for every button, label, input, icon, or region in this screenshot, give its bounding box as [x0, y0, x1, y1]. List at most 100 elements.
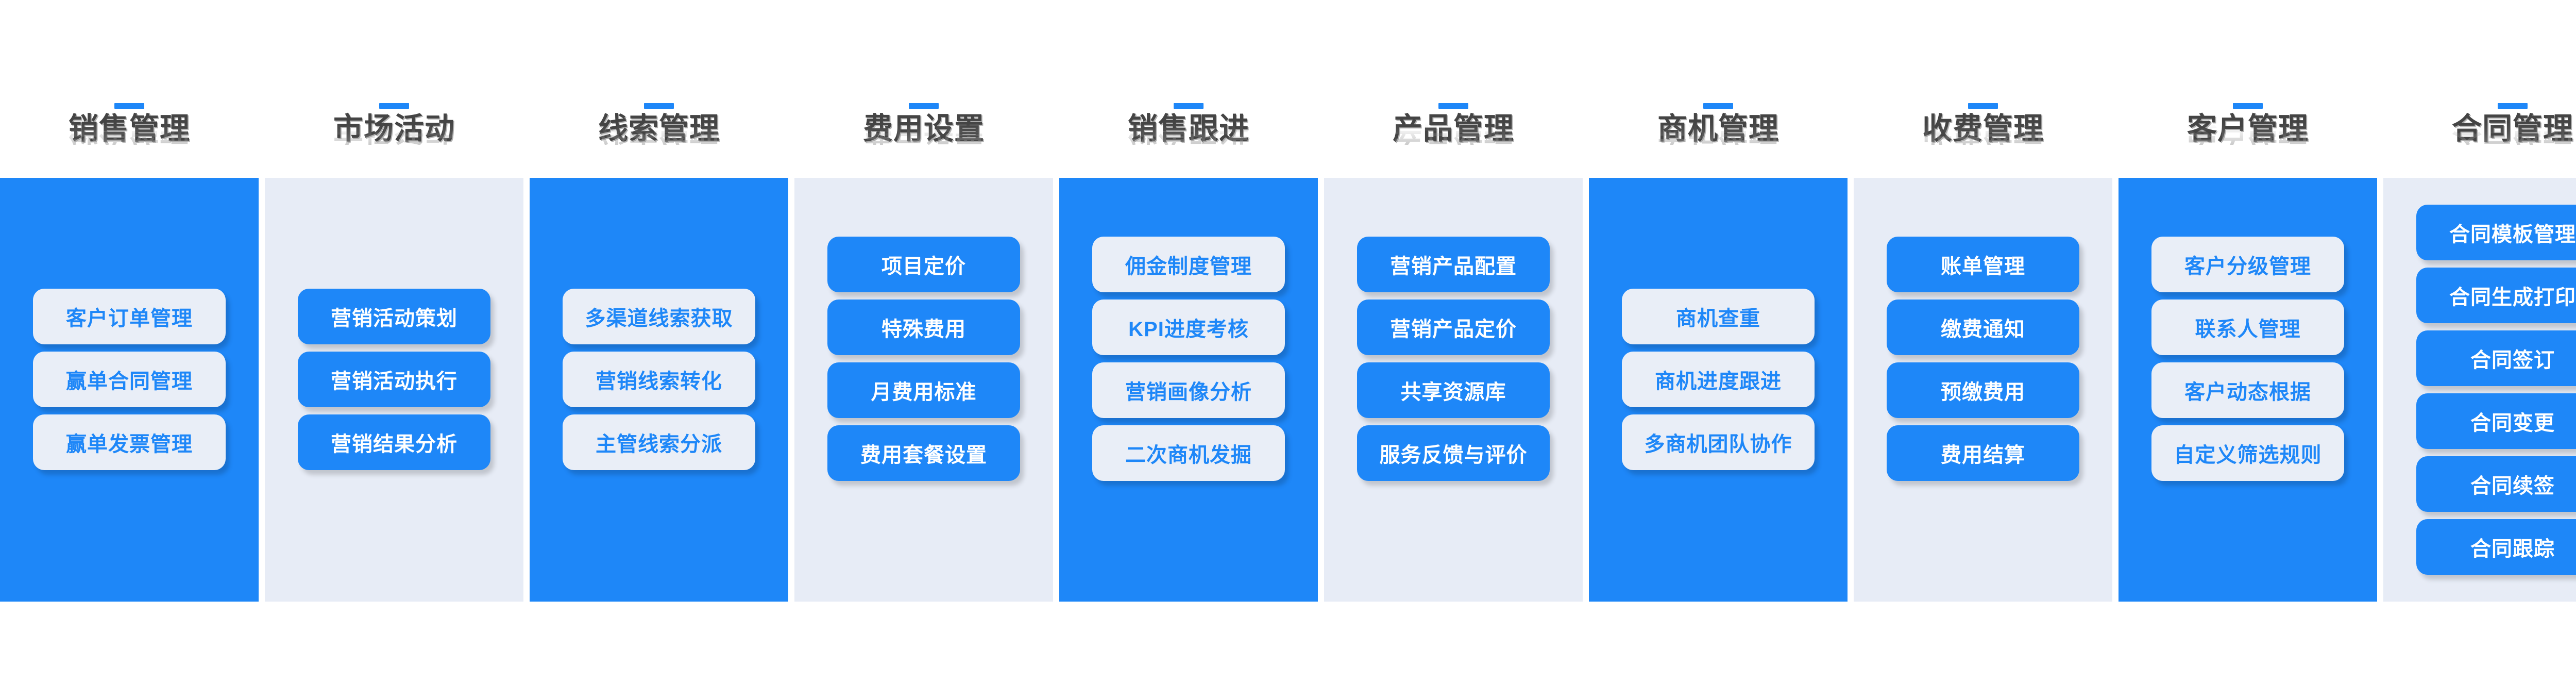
column-title: 合同管理: [2451, 112, 2573, 145]
module-panel: 营销活动策划营销活动执行营销结果分析: [265, 178, 523, 602]
module-button-list: 营销活动策划营销活动执行营销结果分析: [265, 289, 523, 470]
accent-bar: [114, 103, 144, 109]
module-button[interactable]: 营销结果分析: [298, 414, 490, 470]
column-title-wrap: 商机管理商机管理: [1657, 112, 1779, 146]
column-title: 费用设置: [862, 112, 985, 145]
module-column: 商机管理商机管理商机查重商机进度跟进多商机团队协作: [1589, 0, 1848, 682]
module-button[interactable]: 商机进度跟进: [1622, 352, 1815, 407]
accent-bar: [909, 103, 939, 109]
module-button-list: 营销产品配置营销产品定价共享资源库服务反馈与评价: [1324, 237, 1583, 481]
column-title: 销售跟进: [1127, 112, 1249, 145]
module-button[interactable]: 客户订单管理: [33, 289, 226, 344]
module-button[interactable]: 服务反馈与评价: [1357, 425, 1550, 481]
module-button-list: 项目定价特殊费用月费用标准费用套餐设置: [794, 237, 1053, 481]
module-button[interactable]: 账单管理: [1887, 237, 2079, 292]
module-button-list: 客户订单管理赢单合同管理赢单发票管理: [0, 289, 259, 470]
module-button[interactable]: 营销活动策划: [298, 289, 490, 344]
column-title-wrap: 费用设置费用设置: [862, 112, 985, 146]
accent-bar: [644, 103, 674, 109]
module-column: 费用设置费用设置项目定价特殊费用月费用标准费用套餐设置: [794, 0, 1053, 682]
column-title-wrap: 收费管理收费管理: [1922, 113, 2044, 146]
column-title: 产品管理: [1392, 112, 1514, 145]
accent-bar: [379, 103, 409, 109]
module-column: 销售管理销售管理客户订单管理赢单合同管理赢单发票管理: [0, 0, 259, 682]
module-button[interactable]: 联系人管理: [2151, 300, 2344, 355]
column-title-wrap: 客户管理客户管理: [2187, 112, 2309, 146]
module-button[interactable]: 主管线索分派: [563, 414, 755, 470]
column-header: 商机管理商机管理: [1589, 0, 1848, 178]
module-button-list: 客户分级管理联系人管理客户动态根据自定义筛选规则: [2119, 237, 2377, 481]
module-button[interactable]: 营销画像分析: [1092, 362, 1285, 418]
column-header: 合同管理合同管理: [2383, 0, 2576, 178]
column-header: 销售跟进销售跟进: [1059, 0, 1318, 178]
module-panel: 多渠道线索获取营销线索转化主管线索分派: [530, 178, 788, 602]
module-button[interactable]: 多渠道线索获取: [563, 289, 755, 344]
module-button[interactable]: 多商机团队协作: [1622, 414, 1815, 470]
module-button[interactable]: 赢单发票管理: [33, 414, 226, 470]
module-button[interactable]: 项目定价: [827, 237, 1020, 292]
module-button-list: 合同模板管理合同生成打印合同签订合同变更合同续签合同跟踪: [2383, 205, 2576, 575]
column-title-wrap: 合同管理合同管理: [2451, 112, 2573, 146]
module-column: 市场活动市场活动营销活动策划营销活动执行营销结果分析: [265, 0, 523, 682]
module-button[interactable]: 费用结算: [1887, 425, 2079, 481]
column-header: 销售管理销售管理: [0, 0, 259, 178]
module-button[interactable]: KPI进度考核: [1092, 300, 1285, 355]
module-panel: 营销产品配置营销产品定价共享资源库服务反馈与评价: [1324, 178, 1583, 602]
module-button[interactable]: 月费用标准: [827, 362, 1020, 418]
module-button[interactable]: 合同模板管理: [2416, 205, 2576, 260]
module-button[interactable]: 客户动态根据: [2151, 362, 2344, 418]
column-header: 费用设置费用设置: [794, 0, 1053, 178]
module-column: 销售跟进销售跟进佣金制度管理 KPI进度考核营销画像分析二次商机发掘: [1059, 0, 1318, 682]
module-button[interactable]: 合同生成打印: [2416, 268, 2576, 323]
module-panel: 客户分级管理联系人管理客户动态根据自定义筛选规则: [2119, 178, 2377, 602]
column-header: 客户管理客户管理: [2119, 0, 2377, 178]
column-title: 销售管理: [68, 112, 190, 145]
module-button-list: 佣金制度管理 KPI进度考核营销画像分析二次商机发掘: [1059, 237, 1318, 481]
module-button[interactable]: 合同变更: [2416, 393, 2576, 449]
column-title: 线索管理: [598, 112, 720, 145]
module-button[interactable]: 客户分级管理: [2151, 237, 2344, 292]
module-button[interactable]: 赢单合同管理: [33, 352, 226, 407]
module-button[interactable]: 营销产品配置: [1357, 237, 1550, 292]
column-header: 收费管理收费管理: [1854, 0, 2112, 178]
module-column: 收费管理收费管理账单管理缴费通知预缴费用费用结算: [1854, 0, 2112, 682]
module-button[interactable]: 合同签订: [2416, 330, 2576, 386]
module-button[interactable]: 费用套餐设置: [827, 425, 1020, 481]
column-title-wrap: 市场活动市场活动: [333, 113, 455, 146]
accent-bar: [1174, 103, 1204, 109]
module-panel: 项目定价特殊费用月费用标准费用套餐设置: [794, 178, 1053, 602]
module-button-list: 商机查重商机进度跟进多商机团队协作: [1589, 289, 1848, 470]
column-title-wrap: 销售跟进销售跟进: [1127, 112, 1249, 146]
module-button[interactable]: 共享资源库: [1357, 362, 1550, 418]
module-column: 线索管理线索管理多渠道线索获取营销线索转化主管线索分派: [530, 0, 788, 682]
module-button[interactable]: 缴费通知: [1887, 300, 2079, 355]
column-title-wrap: 产品管理产品管理: [1392, 112, 1514, 146]
module-panel: 商机查重商机进度跟进多商机团队协作: [1589, 178, 1848, 602]
column-title: 客户管理: [2187, 112, 2309, 145]
module-button-list: 账单管理缴费通知预缴费用费用结算: [1854, 237, 2112, 481]
module-button[interactable]: 合同续签: [2416, 456, 2576, 512]
accent-bar: [2498, 103, 2528, 109]
accent-bar: [1703, 103, 1733, 109]
module-button[interactable]: 营销产品定价: [1357, 300, 1550, 355]
module-button[interactable]: 商机查重: [1622, 289, 1815, 344]
module-button[interactable]: 合同跟踪: [2416, 519, 2576, 575]
column-title: 商机管理: [1657, 112, 1779, 145]
module-button[interactable]: 预缴费用: [1887, 362, 2079, 418]
accent-bar: [1438, 103, 1468, 109]
column-header: 产品管理产品管理: [1324, 0, 1583, 178]
module-button[interactable]: 自定义筛选规则: [2151, 425, 2344, 481]
module-button[interactable]: 特殊费用: [827, 300, 1020, 355]
module-button[interactable]: 营销线索转化: [563, 352, 755, 407]
module-column: 客户管理客户管理客户分级管理联系人管理客户动态根据自定义筛选规则: [2119, 0, 2377, 682]
accent-bar: [2233, 103, 2263, 109]
module-panel: 客户订单管理赢单合同管理赢单发票管理: [0, 178, 259, 602]
module-button[interactable]: 二次商机发掘: [1092, 425, 1285, 481]
module-button-list: 多渠道线索获取营销线索转化主管线索分派: [530, 289, 788, 470]
module-button[interactable]: 营销活动执行: [298, 352, 490, 407]
column-title-wrap: 线索管理线索管理: [598, 112, 720, 146]
module-button[interactable]: 佣金制度管理: [1092, 237, 1285, 292]
column-header: 线索管理线索管理: [530, 0, 788, 178]
module-panel: 账单管理缴费通知预缴费用费用结算: [1854, 178, 2112, 602]
